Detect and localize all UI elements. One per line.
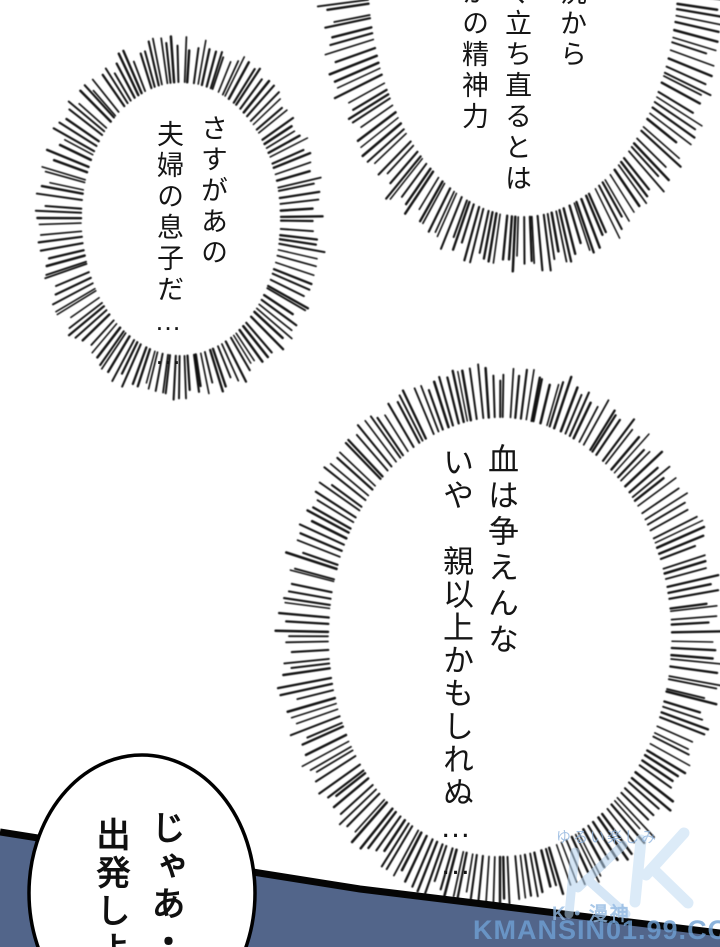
speech-bubble-bottom-shape	[27, 753, 257, 947]
watermark-brand: K・漫神	[552, 904, 631, 925]
bubble-middle-column-2: いや 親以上かもしれぬ……	[438, 446, 473, 883]
watermark-slogan: ゆるい楽しみ	[556, 829, 659, 846]
bubble-top-right-column-3: かの精神力	[458, 0, 488, 133]
bubble-middle-column-1: 血は争えんな	[483, 443, 518, 659]
watermark-site-url: KMANSIN01.99.COM	[473, 915, 720, 945]
bubble-top-right-column-2: ぐ立ち直るとは	[501, 0, 531, 195]
watermark-logo-k-icon	[564, 827, 694, 919]
bubble-top-left-column-2: 夫婦の息子だ……	[153, 120, 183, 374]
bubble-bottom-column-2: 出発しよ	[91, 817, 128, 947]
bubble-bottom-column-1: じゃあ・・	[146, 810, 183, 947]
bubble-top-right-column-1: 況から	[556, 0, 586, 71]
bubble-top-left-column-1: さすがあの	[197, 114, 227, 269]
